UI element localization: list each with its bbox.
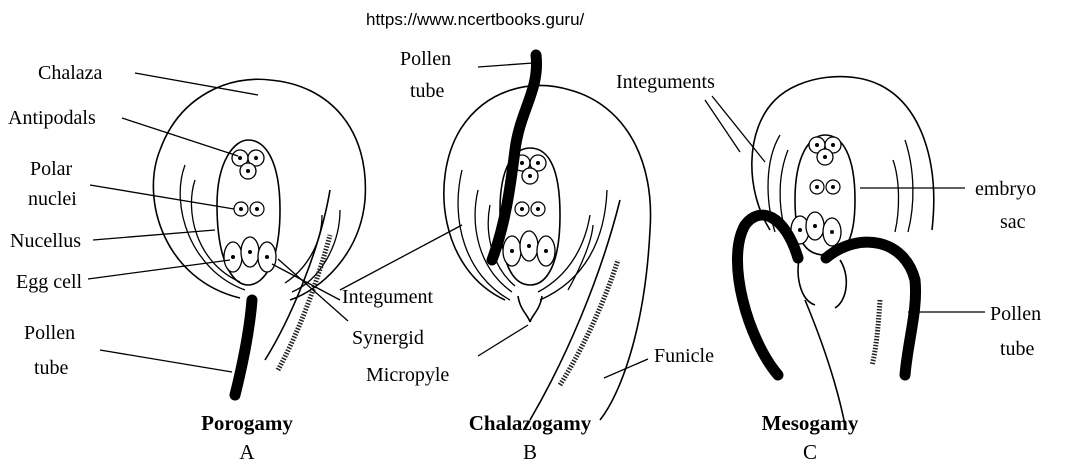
ovule-c [737,77,933,425]
label-egg-cell: Egg cell [16,271,83,293]
pollen-tube-c-left [737,215,798,375]
label-pollen-c: Pollen [990,303,1041,325]
label-antipodals: Antipodals [8,107,96,129]
label-micropyle: Micropyle [366,364,449,386]
label-nuclei: nuclei [28,188,77,210]
label-tube-b: tube [410,80,445,102]
label-pollen-b: Pollen [400,48,451,70]
caption-chalazogamy: Chalazogamy [469,411,592,435]
label-nucellus: Nucellus [10,230,81,252]
label-funicle: Funicle [654,345,714,367]
label-pollen-a: Pollen [24,322,75,344]
pollen-tube-a [235,300,252,395]
label-tube-c: tube [1000,338,1035,360]
caption-porogamy: Porogamy [201,411,293,435]
label-embryo: embryo [975,178,1036,200]
label-tube-a: tube [34,357,69,379]
label-sac: sac [1000,211,1026,233]
caption-letter-b: B [523,440,537,464]
label-polar: Polar [30,158,73,180]
label-chalaza: Chalaza [38,62,103,84]
ovule-b [444,55,651,420]
caption-mesogamy: Mesogamy [762,411,859,435]
caption-letter-c: C [803,440,817,464]
label-integument: Integument [342,286,434,308]
label-synergid: Synergid [352,327,424,349]
pollen-tube-c-right [826,242,916,375]
source-url: https://www.ncertbooks.guru/ [366,10,585,29]
label-integuments: Integuments [616,71,715,93]
ovule-a [153,79,365,395]
pollen-tube-b [492,55,537,260]
caption-letter-a: A [239,440,255,464]
